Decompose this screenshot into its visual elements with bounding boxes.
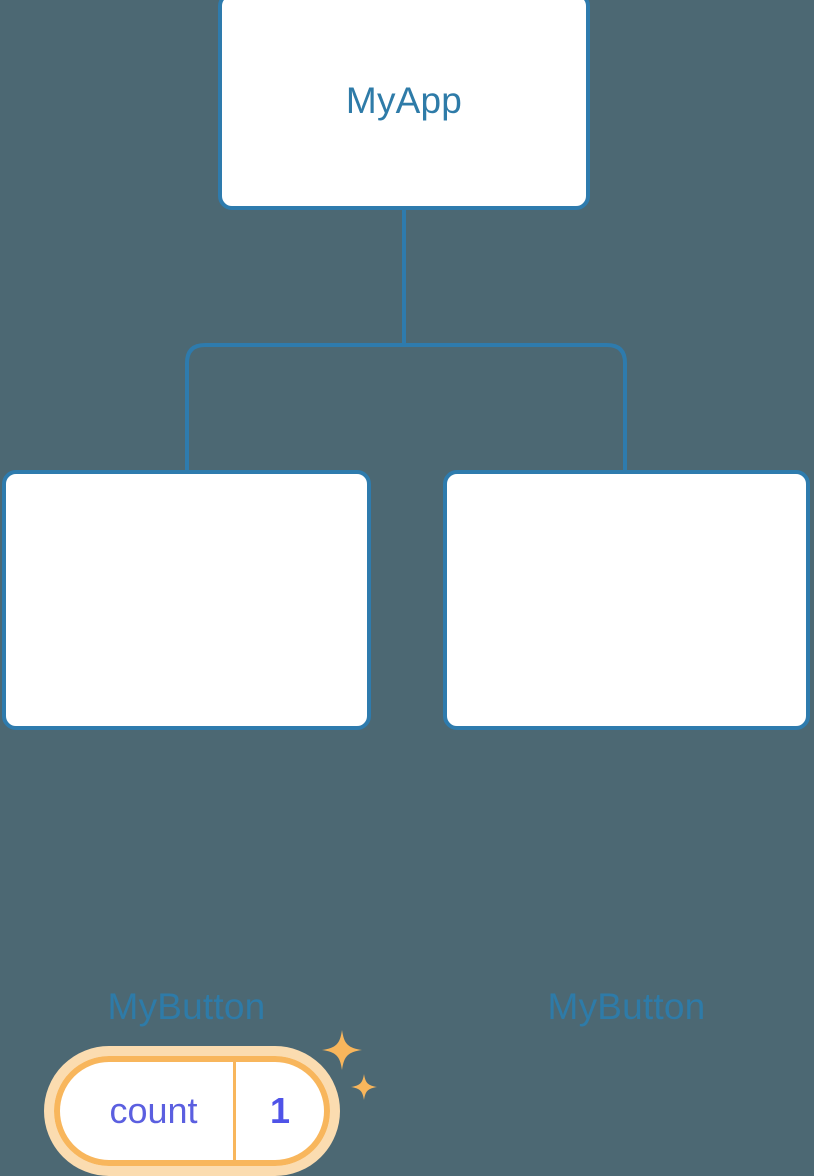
component-card-left[interactable]: MyButton count 1	[2, 470, 377, 1176]
component-title: MyButton	[547, 986, 706, 1027]
state-badge-highlighted[interactable]: count 1	[44, 1046, 340, 1176]
sparkle-large-icon	[322, 1030, 362, 1070]
edge-branch-bus	[185, 343, 627, 472]
component-card-root[interactable]: MyApp	[218, 0, 590, 210]
component-title: MyButton	[107, 986, 266, 1027]
state-value-label: 1	[232, 1062, 324, 1160]
state-key-label: count	[109, 1090, 198, 1131]
component-card-right[interactable]: MyButton count 0	[443, 470, 810, 1027]
state-badge-inner: count 1	[54, 1056, 330, 1166]
sparkle-small-icon	[351, 1074, 377, 1100]
component-title: MyApp	[345, 80, 463, 121]
